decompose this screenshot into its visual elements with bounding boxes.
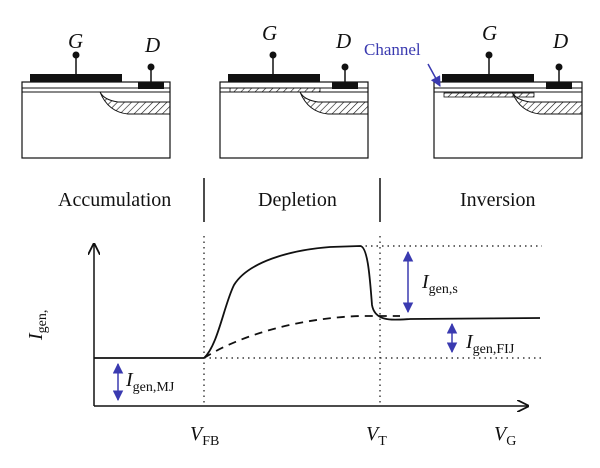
- device-accumulation: G D: [21, 29, 171, 159]
- y-axis-label: Igen,: [25, 310, 50, 341]
- gate-contact: [485, 51, 493, 59]
- device-inversion: G D Channel: [364, 21, 583, 159]
- reference-lines: [203, 236, 542, 406]
- drain-label: D: [552, 29, 568, 53]
- gate-electrode: [442, 74, 534, 82]
- vfb-label: VFB: [190, 423, 219, 449]
- igen-fij-label: Igen,FIJ: [465, 331, 515, 357]
- drain-electrode: [138, 82, 164, 89]
- drain-electrode: [546, 82, 572, 89]
- inversion-channel: [443, 92, 535, 98]
- gate-electrode: [228, 74, 320, 82]
- gate-label: G: [262, 21, 277, 45]
- drain-label: D: [144, 33, 160, 57]
- gate-label: G: [68, 29, 83, 53]
- device-depletion: G D: [219, 21, 369, 159]
- drain-junction: [511, 91, 583, 115]
- gate-current-curve: [203, 245, 541, 359]
- drain-contact: [555, 63, 563, 71]
- igen-s-label: Igen,s: [421, 271, 458, 297]
- drain-contact: [147, 63, 155, 71]
- vt-label: VT: [366, 423, 387, 449]
- depletion-layer: [229, 87, 321, 93]
- channel-pointer-arrow: [427, 63, 441, 87]
- gate-electrode: [30, 74, 122, 82]
- x-axis-label: VG: [494, 423, 516, 449]
- igen-mj-label: Igen,MJ: [125, 369, 175, 395]
- substrate: [21, 81, 171, 159]
- region-inversion: Inversion: [460, 189, 536, 211]
- gate-contact: [72, 51, 80, 59]
- region-accumulation: Accumulation: [58, 189, 171, 211]
- drain-junction: [299, 91, 369, 115]
- drain-junction: [99, 91, 171, 115]
- junction-current-curve: [203, 315, 400, 359]
- gate-contact: [269, 51, 277, 59]
- drain-electrode: [332, 82, 358, 89]
- gate-label: G: [482, 21, 497, 45]
- region-depletion: Depletion: [258, 189, 337, 211]
- channel-label: Channel: [364, 40, 421, 59]
- drain-contact: [341, 63, 349, 71]
- substrate: [219, 81, 369, 159]
- drain-label: D: [335, 29, 351, 53]
